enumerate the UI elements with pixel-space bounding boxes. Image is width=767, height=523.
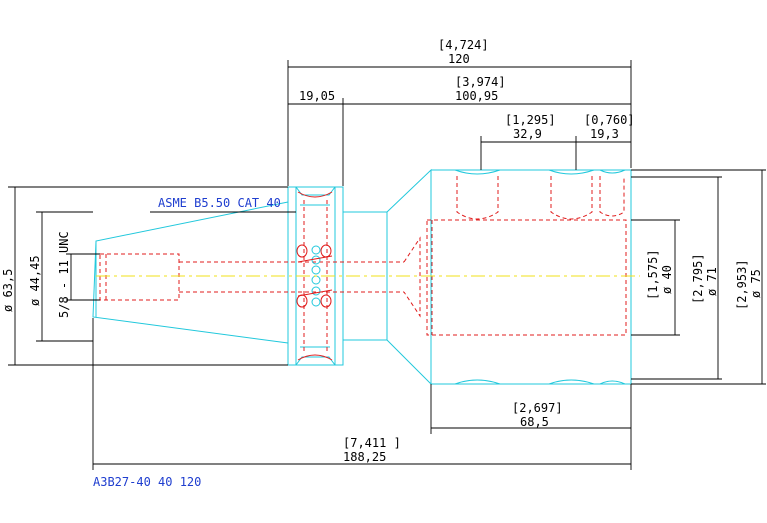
dim-flange-end-mm: 100,95 xyxy=(455,89,498,103)
dim-groove-end-mm: 19,3 xyxy=(590,127,619,141)
dim-groove-pitch-mm: 32,9 xyxy=(513,127,542,141)
dim-body-len-in: [2,697] xyxy=(512,401,563,415)
part-number: A3B27-40 40 120 xyxy=(93,475,201,489)
dim-flange-dia: ø 63,5 xyxy=(1,269,15,312)
cone xyxy=(386,168,432,386)
dim-overall-in: [4,724] xyxy=(438,38,489,52)
taper-shank xyxy=(92,201,289,344)
dim-body-dia-mm: ø 71 xyxy=(705,267,719,296)
spec-label: ASME B5.50 CAT 40 xyxy=(158,196,281,210)
dim-groove-end-in: [0,760] xyxy=(584,113,635,127)
dim-flange-width: 19,05 xyxy=(299,89,335,103)
dim-taper-dia: ø 44,45 xyxy=(28,255,42,306)
dim-outer-dia-in: [2,953] xyxy=(735,259,749,310)
dimension-texts: [4,724] 120 [3,974] 100,95 19,05 [1,295]… xyxy=(1,38,763,489)
hidden-lines xyxy=(99,176,627,361)
dim-total-len-in: [7,411 ] xyxy=(343,436,401,450)
part-outline xyxy=(92,168,632,386)
dim-body-dia-in: [2,795] xyxy=(691,253,705,304)
dim-total-len-mm: 188,25 xyxy=(343,450,386,464)
thread-label: 5/8 - 11 UNC xyxy=(57,231,71,318)
dimension-lines xyxy=(8,60,766,470)
dim-outer-dia-mm: ø 75 xyxy=(749,269,763,298)
dim-body-len-mm: 68,5 xyxy=(520,415,549,429)
main-body xyxy=(431,169,632,385)
thread-bore xyxy=(99,253,180,301)
dim-bore-in: [1,575] xyxy=(646,249,660,300)
dim-flange-end-in: [3,974] xyxy=(455,75,506,89)
main-bore xyxy=(426,219,627,336)
dim-bore-mm: ø 40 xyxy=(660,265,674,294)
dim-groove-pitch-in: [1,295] xyxy=(505,113,556,127)
flange-holes xyxy=(296,244,333,308)
dim-overall-mm: 120 xyxy=(448,52,470,66)
neck xyxy=(342,211,388,341)
